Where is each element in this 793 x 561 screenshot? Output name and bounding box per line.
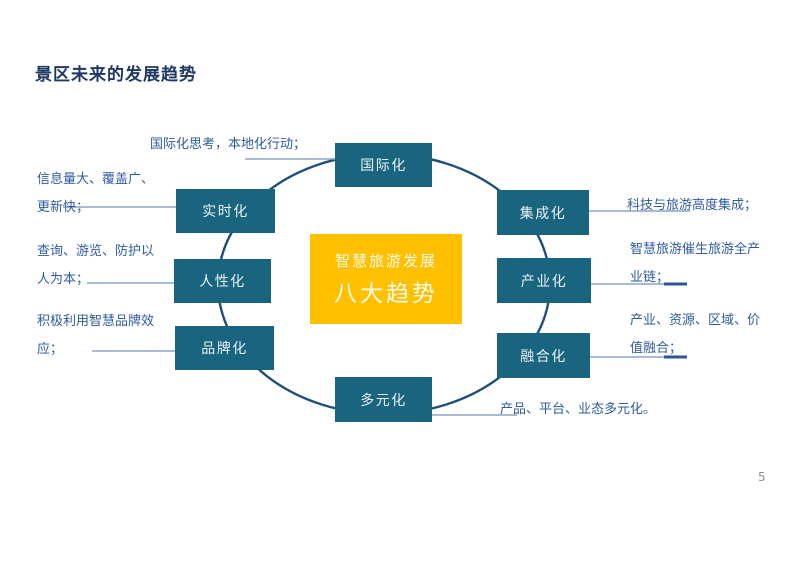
annotation-diversification: 产品、平台、业态多元化。 [500, 402, 657, 417]
node-industrialization: 产业化 [497, 258, 591, 303]
node-diversification: 多元化 [335, 377, 432, 422]
node-label: 产业化 [520, 273, 568, 290]
center-subtitle: 智慧旅游发展 [334, 252, 437, 270]
annotation-integration: 科技与旅游高度集成； [627, 198, 758, 213]
annotation-industrialization: 智慧旅游催生旅游全产 业链； [630, 242, 761, 285]
node-label: 多元化 [360, 392, 407, 409]
annotation-branding: 积极利用智慧品牌效 应； [37, 314, 155, 357]
annotation-fusion: 产业、资源、区域、价 值融合； [630, 313, 761, 356]
node-label: 人性化 [199, 274, 246, 290]
page-title: 景区未来的发展趋势 [35, 65, 197, 85]
center-theme-box: 智慧旅游发展 八大趋势 [310, 234, 462, 324]
center-title: 八大趋势 [334, 281, 438, 307]
node-humanization: 人性化 [174, 259, 271, 303]
node-integration: 集成化 [497, 190, 589, 235]
node-label: 集成化 [519, 205, 567, 222]
node-label: 实时化 [202, 204, 249, 220]
page-number: 5 [758, 470, 766, 484]
annotation-humanization: 查询、游览、防护以 人为本； [37, 244, 155, 287]
node-internationalization: 国际化 [335, 143, 432, 187]
node-label: 融合化 [520, 348, 567, 365]
node-realtime: 实时化 [176, 189, 275, 233]
node-fusion: 融合化 [497, 333, 590, 378]
node-label: 品牌化 [201, 341, 248, 357]
annotation-realtime: 信息量大、覆盖广、 更新快； [37, 172, 155, 215]
node-branding: 品牌化 [175, 326, 274, 370]
node-label: 国际化 [360, 158, 407, 174]
annotation-internationalization: 国际化思考，本地化行动； [150, 137, 307, 152]
